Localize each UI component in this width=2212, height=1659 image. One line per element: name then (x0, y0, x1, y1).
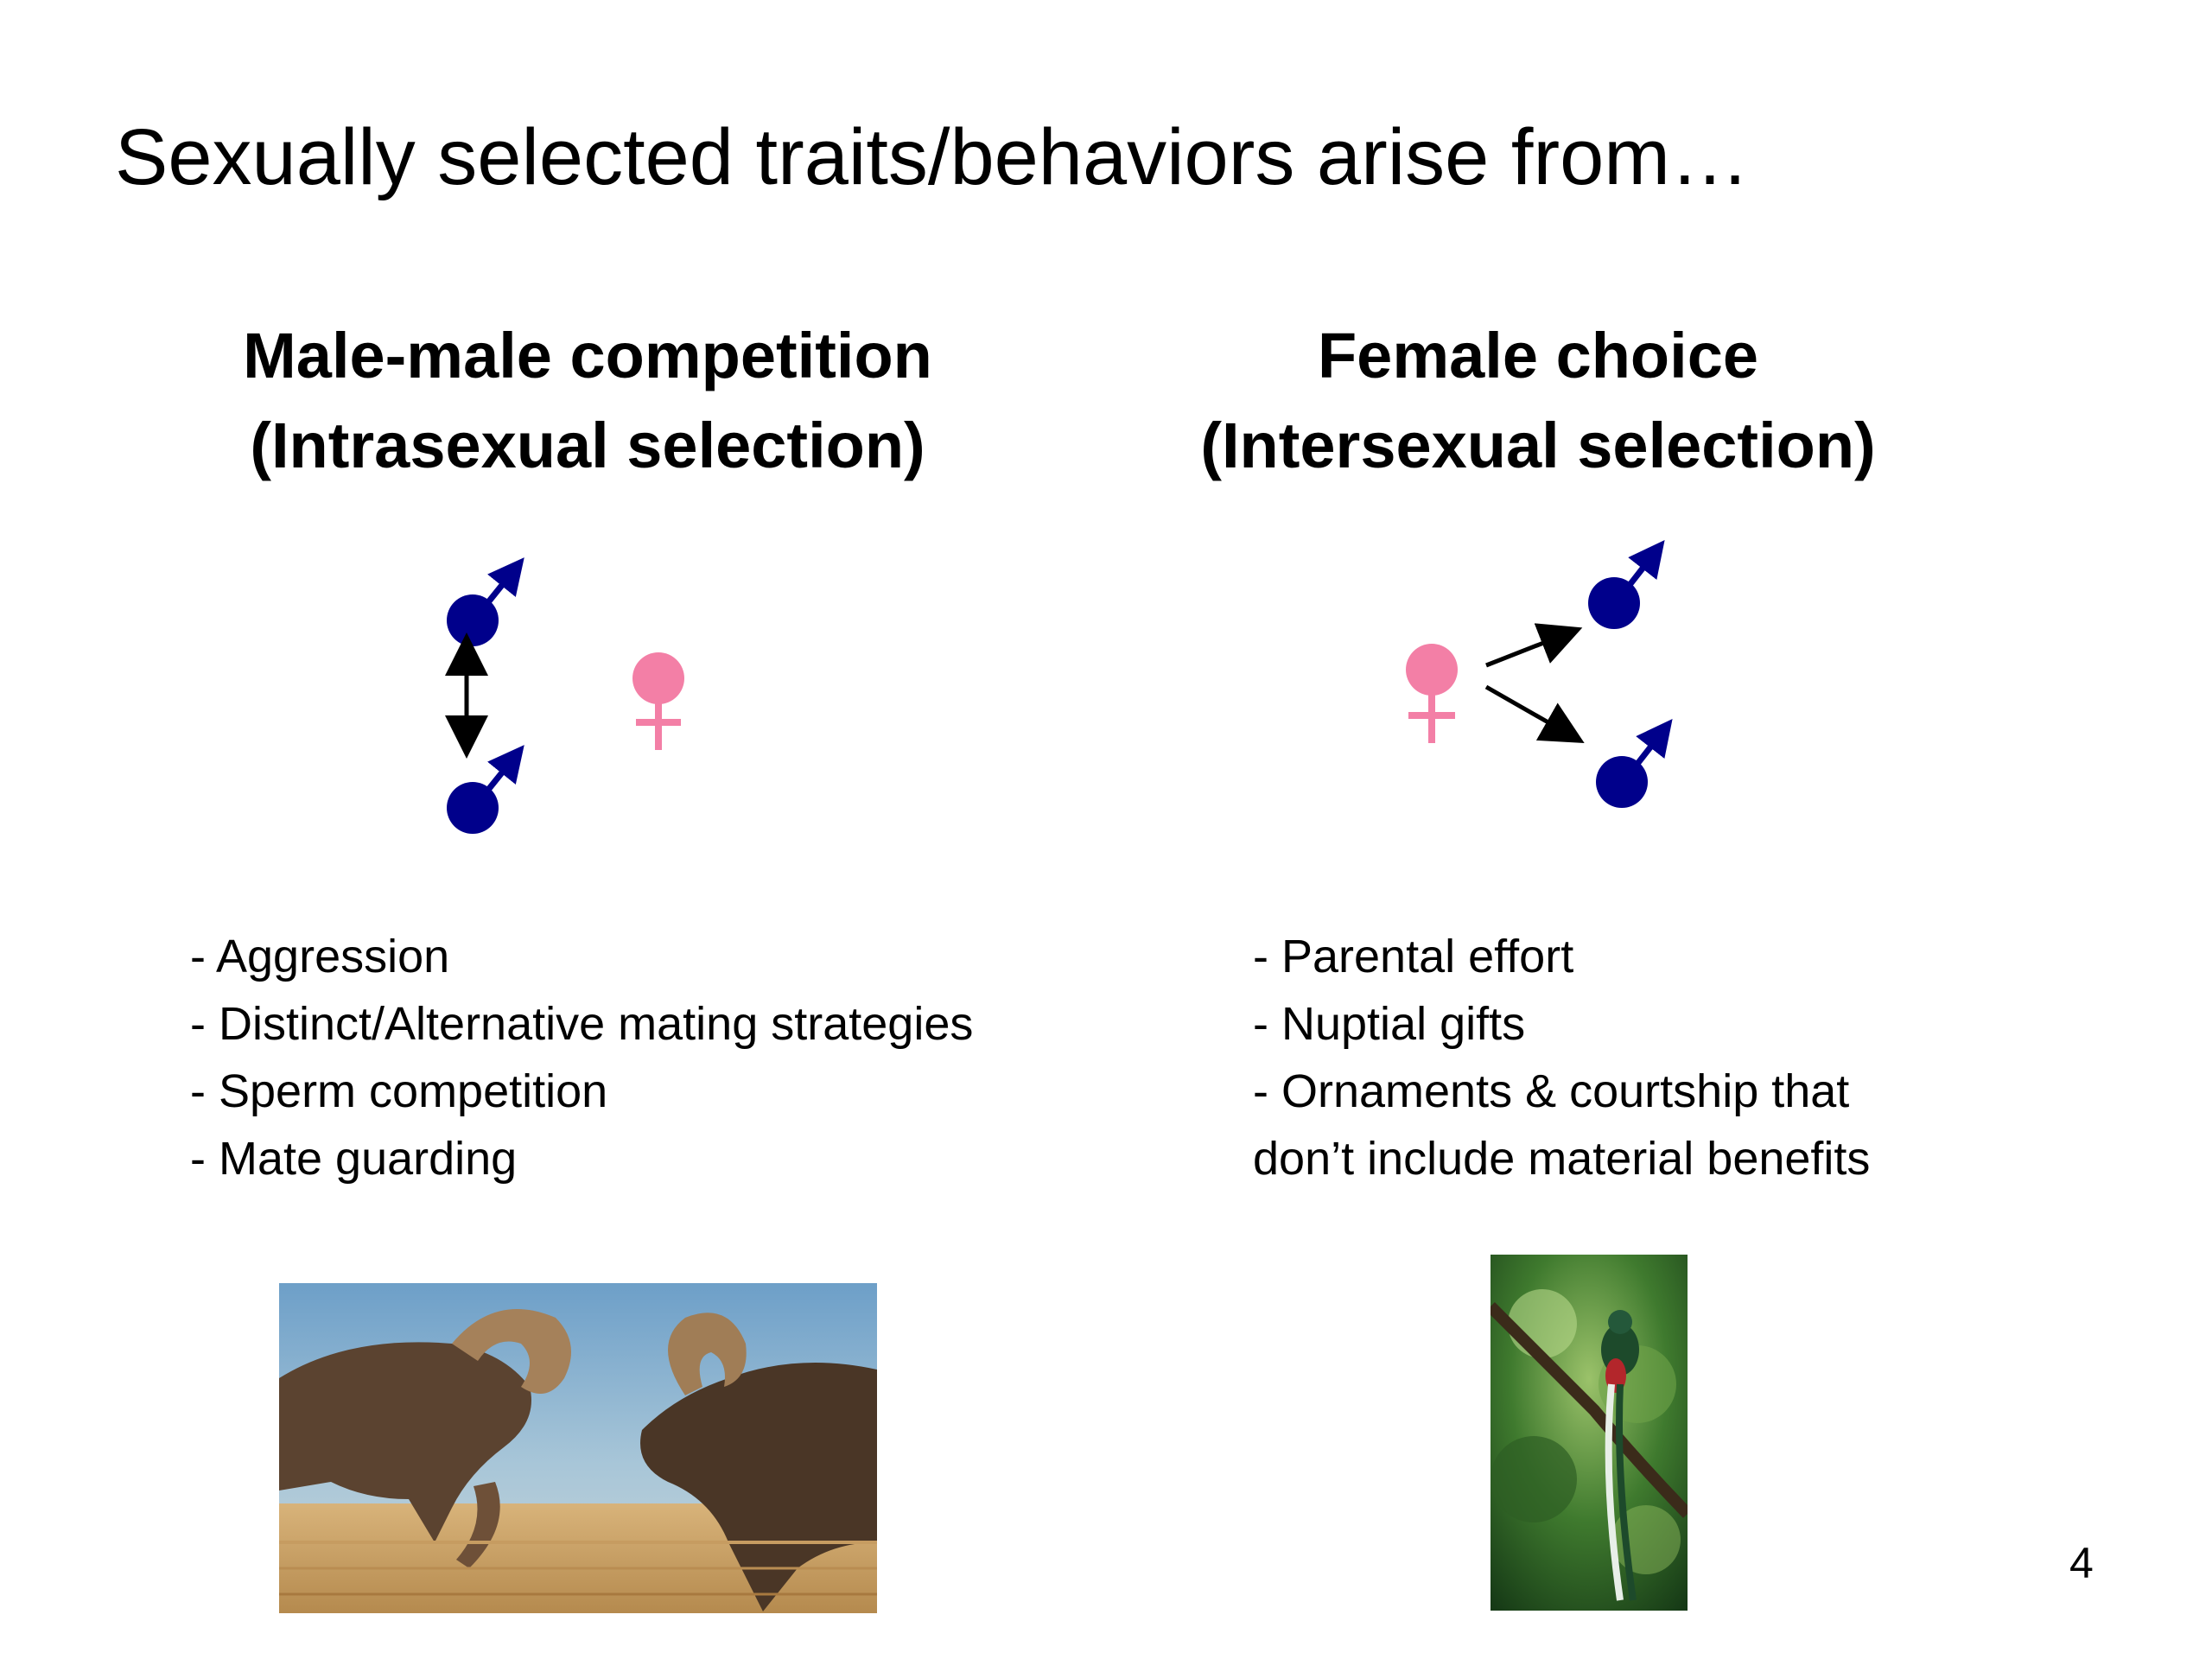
female-symbol-icon (632, 652, 684, 750)
male-symbol-icon (447, 557, 524, 646)
list-item: don’t include material benefits (1253, 1133, 1871, 1185)
male-symbol-icon (1588, 539, 1665, 629)
heading-line: (Intrasexual selection) (250, 410, 925, 481)
rams-fighting-photo (279, 1283, 877, 1613)
list-item: - Distinct/Alternative mating strategies (190, 998, 974, 1050)
list-item: - Nuptial gifts (1253, 998, 1526, 1050)
male-symbol-icon (447, 745, 524, 834)
female-symbol-icon (1406, 644, 1458, 743)
list-item: - Aggression (190, 931, 450, 982)
male-symbol-icon (1596, 718, 1673, 808)
list-item: - Mate guarding (190, 1133, 518, 1185)
heading-line: Female choice (1317, 320, 1758, 391)
female-choice-heading: Female choice (Intersexual selection) (1097, 311, 1979, 491)
female-choice-traits: - Parental effort - Nuptial gifts - Orna… (1253, 923, 1870, 1192)
choice-arrow-up (1485, 623, 1583, 668)
male-competition-traits: - Aggression - Distinct/Alternative mati… (190, 923, 973, 1192)
list-item: - Ornaments & courtship that (1253, 1065, 1850, 1117)
page-number: 4 (2069, 1539, 2094, 1587)
quetzal-bird-photo (1491, 1255, 1688, 1611)
male-competition-heading: Male-male competition (Intrasexual selec… (147, 311, 1028, 491)
heading-line: Male-male competition (243, 320, 932, 391)
list-item: - Parental effort (1253, 931, 1574, 982)
choice-arrow-down (1484, 684, 1585, 743)
list-item: - Sperm competition (190, 1065, 608, 1117)
slide-title: Sexually selected traits/behaviors arise… (115, 113, 1750, 201)
heading-line: (Intersexual selection) (1200, 410, 1876, 481)
